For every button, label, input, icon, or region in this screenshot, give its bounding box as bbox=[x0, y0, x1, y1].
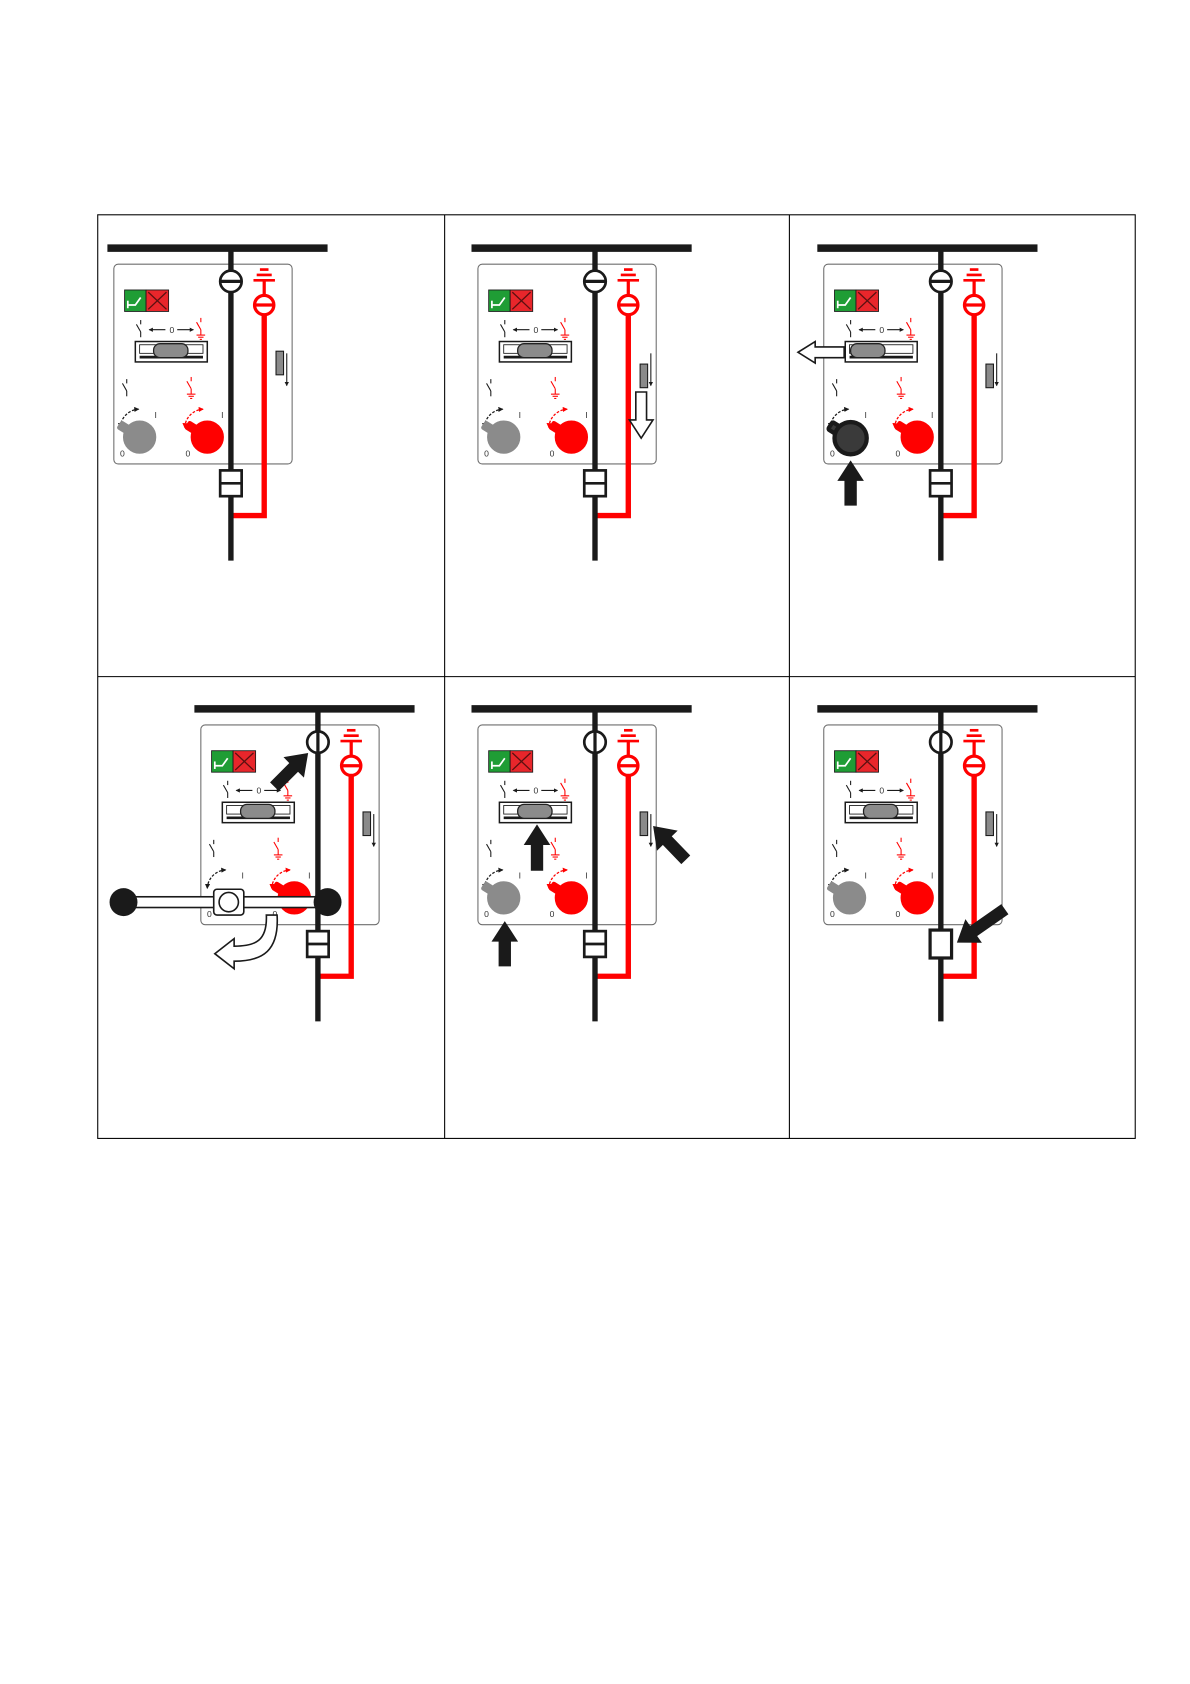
knob-on-label: I bbox=[585, 410, 587, 420]
state-indicator-icon bbox=[125, 290, 169, 311]
knob-on-label: I bbox=[864, 871, 866, 881]
indicator-pin bbox=[640, 812, 648, 836]
slider-neutral-label: 0 bbox=[534, 325, 539, 335]
knob-off-label: 0 bbox=[895, 909, 900, 919]
earthing-knob-icon-body bbox=[901, 882, 933, 914]
interlock-slider bbox=[845, 342, 917, 362]
state-indicator-icon bbox=[489, 751, 533, 772]
knob-on-label: I bbox=[221, 410, 223, 420]
circuit-breaker-icon bbox=[930, 470, 951, 496]
black-arrow-to-indicator bbox=[654, 827, 689, 863]
breaker-box bbox=[930, 930, 951, 958]
slider-neutral-label: 0 bbox=[169, 325, 174, 335]
knob-off-label: 0 bbox=[484, 909, 489, 919]
disconnector-knob-icon-body bbox=[833, 882, 865, 914]
circuit-breaker-icon bbox=[584, 470, 605, 496]
state-indicator-icon bbox=[835, 751, 879, 772]
slider-handle bbox=[518, 344, 552, 358]
disconnector-icon bbox=[930, 731, 951, 752]
slider-neutral-label: 0 bbox=[256, 786, 261, 796]
black-up-arrow-under-left-knob bbox=[839, 462, 863, 505]
step-1-diagram: 0I0I0 bbox=[107, 248, 327, 561]
knob-off-label: 0 bbox=[830, 448, 835, 458]
earthing-knob-icon-body bbox=[555, 882, 587, 914]
slider-handle bbox=[241, 804, 275, 818]
indicator-pin bbox=[363, 812, 371, 836]
interlock-slider bbox=[499, 342, 571, 362]
slider-handle bbox=[864, 804, 898, 818]
interlock-slider bbox=[222, 802, 294, 822]
lever-grip-ball bbox=[110, 888, 138, 916]
slider-handle bbox=[518, 804, 552, 818]
disconnector-icon bbox=[307, 731, 328, 752]
knob-on-label: I bbox=[155, 410, 157, 420]
interlock-slider bbox=[499, 802, 571, 822]
knob-on-label: I bbox=[519, 871, 521, 881]
indicator-pin bbox=[276, 351, 284, 375]
circuit-breaker-icon bbox=[307, 931, 328, 957]
disconnector-icon bbox=[930, 271, 951, 292]
earthing-knob-icon-body bbox=[901, 421, 933, 453]
state-indicator-icon bbox=[212, 751, 256, 772]
disconnector-icon bbox=[220, 271, 241, 292]
knob-off-label: 0 bbox=[895, 448, 900, 458]
knob-off-label: 0 bbox=[120, 448, 125, 458]
disconnector-icon bbox=[584, 731, 605, 752]
slider-neutral-label: 0 bbox=[534, 786, 539, 796]
slider-neutral-label: 0 bbox=[879, 325, 884, 335]
lever-grip-ball bbox=[314, 888, 342, 916]
step-3-diagram: 0I0I0 bbox=[798, 248, 1038, 561]
step-diagrams: 0I0I00I0I00I0I00I0I00I0I00I0I0 bbox=[107, 248, 1037, 1021]
disconnector-icon bbox=[584, 271, 605, 292]
knob-off-label: 0 bbox=[484, 448, 489, 458]
knob-on-label: I bbox=[864, 410, 866, 420]
earthing-knob-icon-body bbox=[191, 421, 223, 453]
slider-handle bbox=[851, 344, 885, 358]
black-up-arrow-under-left-knob bbox=[493, 923, 517, 966]
interlock-slider bbox=[845, 802, 917, 822]
knob-on-label: I bbox=[519, 410, 521, 420]
knob-off-label: 0 bbox=[550, 448, 555, 458]
circuit-breaker-icon bbox=[584, 931, 605, 957]
indicator-pin bbox=[986, 812, 994, 836]
disconnector-knob-icon-body bbox=[124, 421, 156, 453]
lever-coupling-hub bbox=[219, 892, 238, 911]
knob-on-label: I bbox=[931, 410, 933, 420]
knob-on-label: I bbox=[585, 871, 587, 881]
disconnector-knob-icon-body bbox=[488, 882, 520, 914]
disconnector-knob-icon-body bbox=[835, 422, 867, 454]
knob-off-label: 0 bbox=[550, 909, 555, 919]
state-indicator-icon bbox=[489, 290, 533, 311]
knob-off-label: 0 bbox=[186, 448, 191, 458]
state-indicator-icon bbox=[835, 290, 879, 311]
slider-neutral-label: 0 bbox=[879, 786, 884, 796]
knob-on-label: I bbox=[308, 871, 310, 881]
earthing-knob-icon-body bbox=[555, 421, 587, 453]
knob-on-label: I bbox=[242, 871, 244, 881]
knob-on-label: I bbox=[931, 871, 933, 881]
circuit-breaker-icon bbox=[220, 470, 241, 496]
disconnector-knob-icon-body bbox=[488, 421, 520, 453]
knob-off-label: 0 bbox=[207, 909, 212, 919]
slider-handle bbox=[154, 344, 188, 358]
indicator-pin bbox=[986, 364, 994, 388]
interlock-slider bbox=[135, 342, 207, 362]
knob-off-label: 0 bbox=[830, 909, 835, 919]
circuit-breaker-icon bbox=[930, 930, 951, 958]
indicator-pin bbox=[640, 364, 648, 388]
